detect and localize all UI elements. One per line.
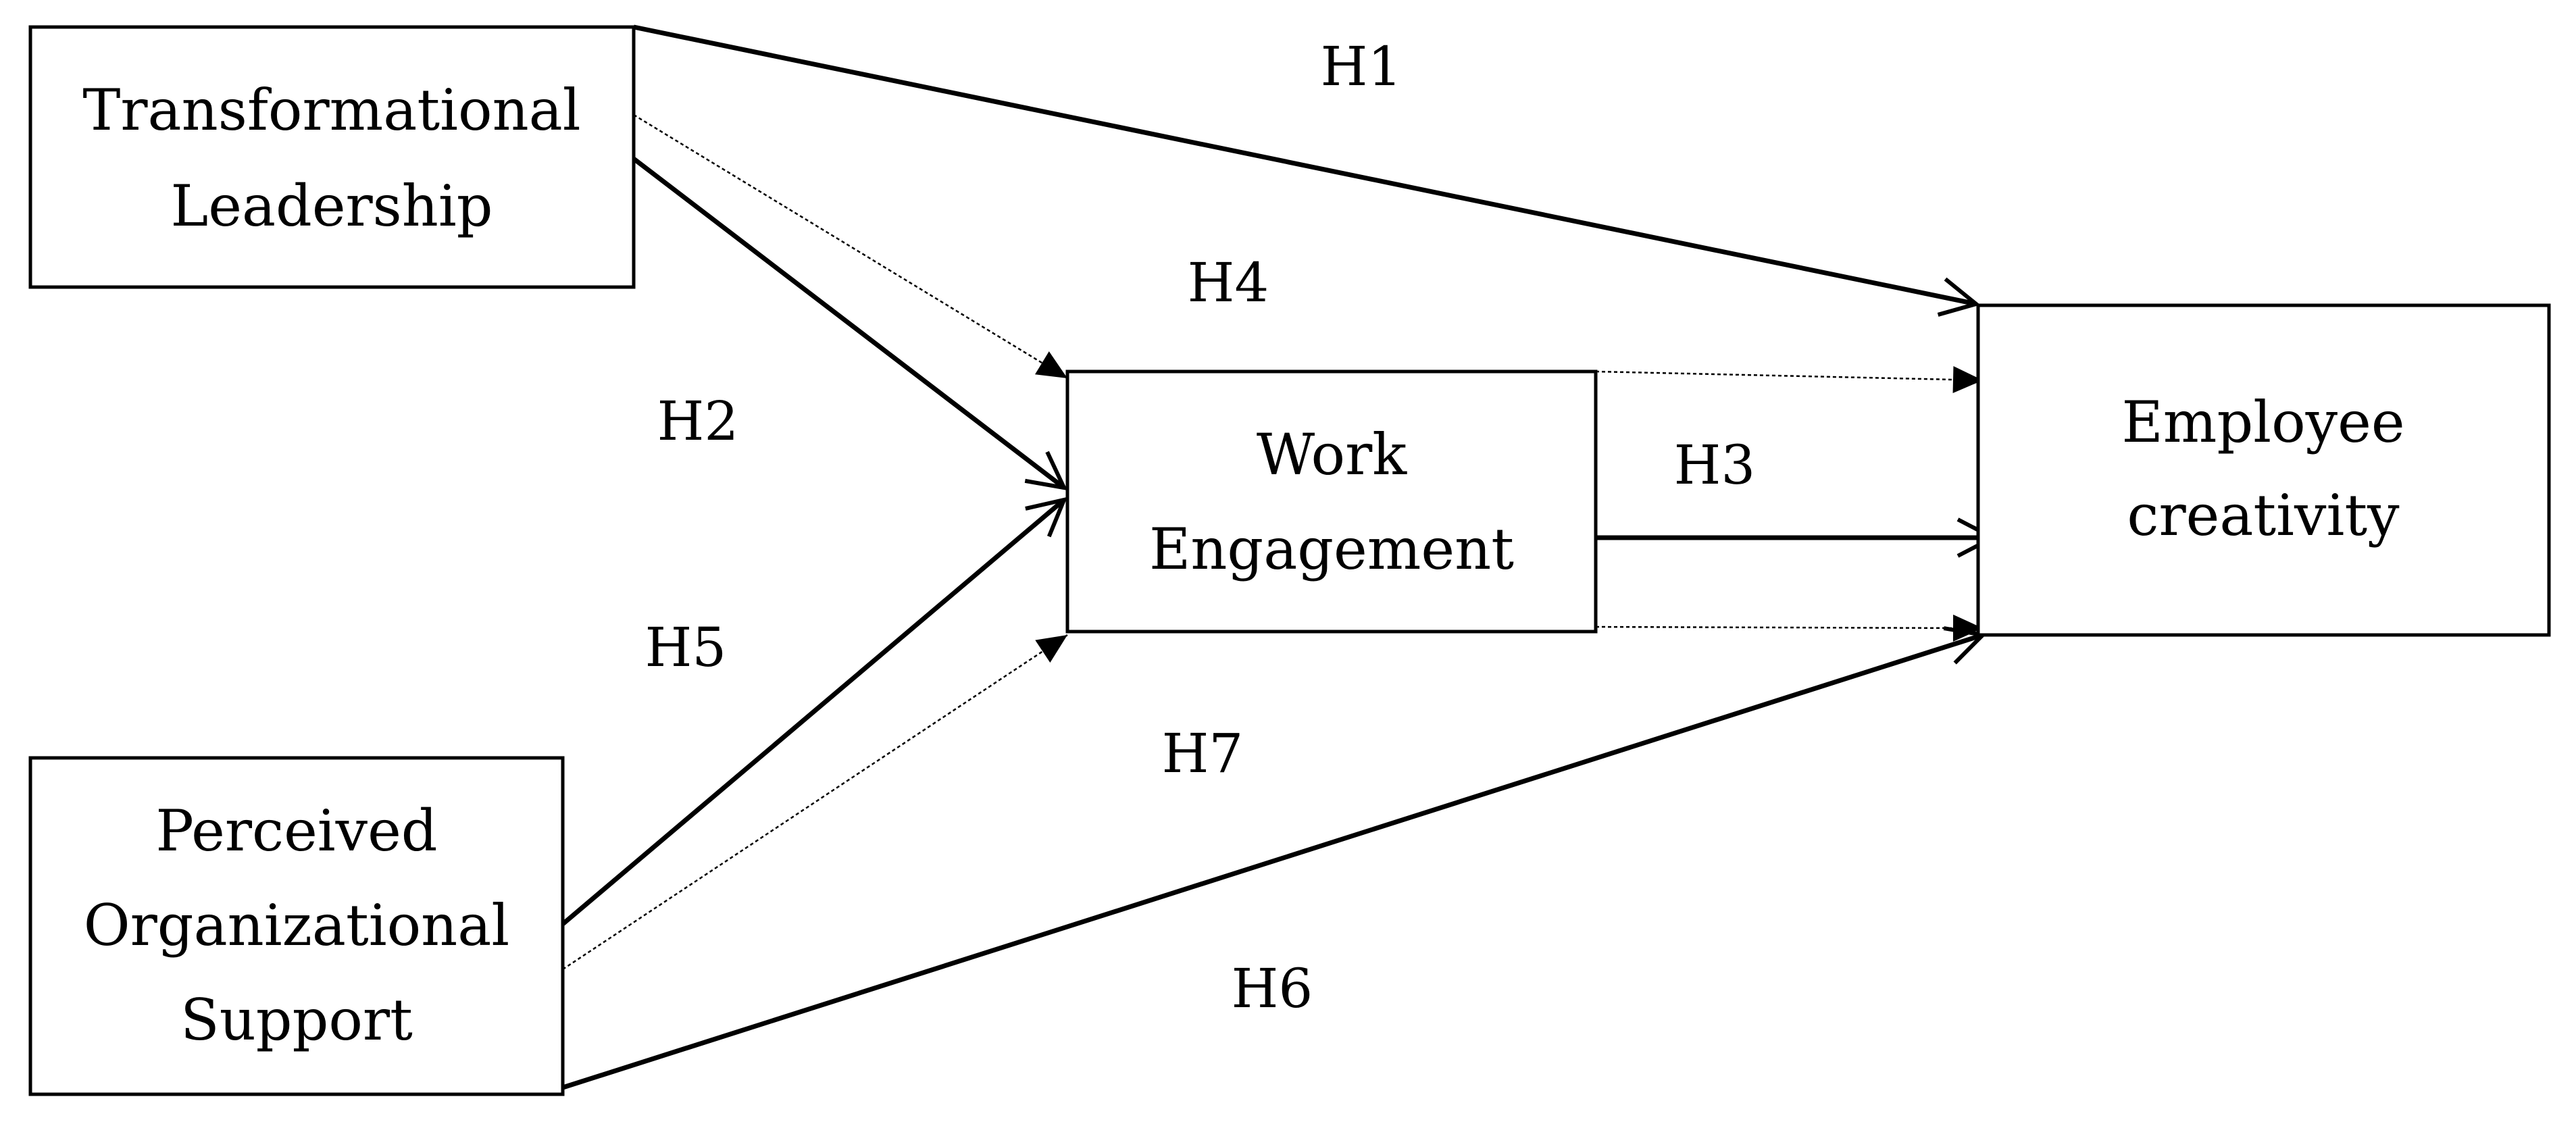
label-h3: H3	[1674, 434, 1756, 496]
path-lines	[561, 24, 1998, 1090]
path-h1-arrow	[633, 24, 1981, 317]
label-h2: H2	[657, 390, 739, 453]
node-perceived-organizational-support-line-3: Support	[180, 987, 413, 1053]
path-h5-arrow	[561, 496, 1067, 926]
node-transformational-leadership-line-2: Leadership	[170, 173, 493, 239]
node-work-engagement-line-2: Engagement	[1149, 516, 1514, 582]
label-h5: H5	[645, 616, 727, 679]
label-h1: H1	[1321, 35, 1403, 98]
path-h7-dotted-arrow-out	[1595, 614, 1984, 642]
path-h7-dotted-arrow-in	[562, 634, 1068, 971]
node-work-engagement: Work Engagement	[1065, 369, 1598, 634]
node-transformational-leadership-line-1: Transformational	[82, 77, 580, 143]
node-employee-creativity-line-1: Employee	[2121, 389, 2404, 455]
path-h4-dotted-arrow-out	[1595, 366, 1984, 393]
hypothesis-labels: H1 H2 H3 H4 H5 H6 H7	[645, 35, 1756, 1020]
node-employee-creativity: Employee creativity	[1976, 303, 2551, 637]
path-h6-arrow	[561, 626, 1988, 1090]
path-h2-arrow	[632, 157, 1068, 490]
node-transformational-leadership: Transformational Leadership	[28, 25, 636, 289]
path-h4-dotted-arrow-in	[633, 113, 1068, 380]
node-employee-creativity-line-2: creativity	[2127, 482, 2400, 548]
node-perceived-organizational-support-line-2: Organizational	[84, 892, 509, 959]
node-work-engagement-line-1: Work	[1257, 422, 1407, 488]
node-perceived-organizational-support: Perceived Organizational Support	[28, 756, 565, 1096]
label-h7: H7	[1162, 722, 1244, 785]
label-h4: H4	[1188, 251, 1269, 314]
label-h6: H6	[1232, 957, 1313, 1020]
node-perceived-organizational-support-line-1: Perceived	[155, 798, 437, 864]
